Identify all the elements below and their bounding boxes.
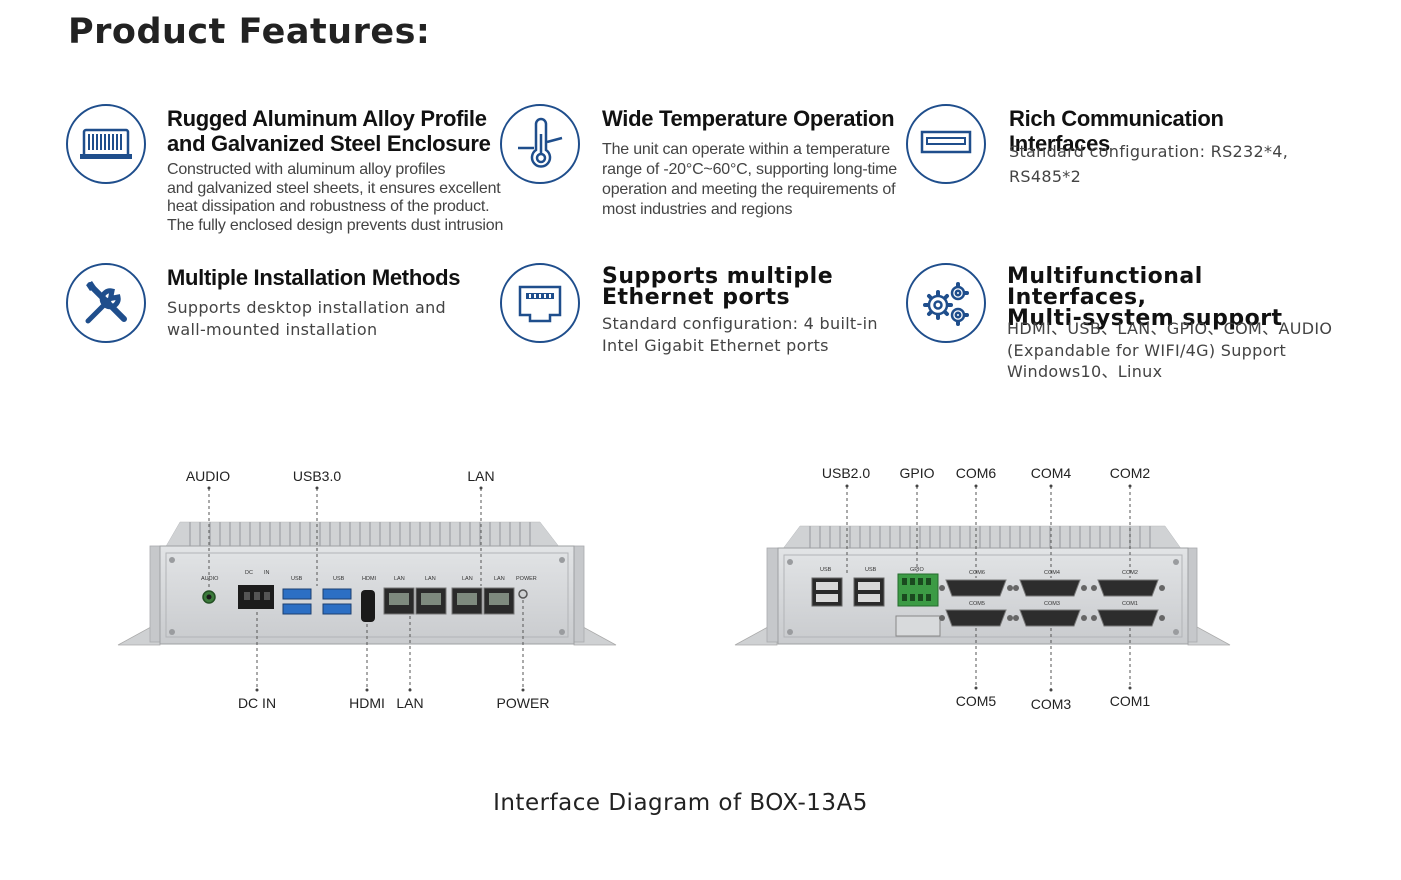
- label-com4: COM4: [1030, 465, 1072, 481]
- page-title: Product Features:: [68, 12, 431, 52]
- feature-description: Standard configuration: RS232*4, RS485*2: [1009, 142, 1289, 186]
- silk-text: COM6: [969, 570, 985, 576]
- silk-text: USB: [333, 576, 345, 582]
- label-audio: AUDIO: [185, 468, 231, 484]
- ethernet-port-icon: [500, 263, 580, 343]
- silk-text: USB: [865, 567, 877, 573]
- silk-text: COM1: [1122, 601, 1138, 607]
- rear-panel-diagram: USB2.0 GPIO COM6 COM4 COM2 COM5 COM3 COM…: [734, 465, 1231, 712]
- feature-title: Wide Temperature Operation: [602, 106, 895, 131]
- enclosure-icon: [66, 104, 146, 184]
- silk-text: IN: [264, 570, 270, 576]
- label-usb20: USB2.0: [821, 465, 871, 481]
- feature-title: Multiple Installation Methods: [167, 265, 461, 290]
- label-dc-in: DC IN: [237, 695, 277, 711]
- feature-title: Rich Communication Interfaces: [1009, 106, 1224, 156]
- feature-description: HDMI、USB、LAN、GPIO、COM、AUDIO (Expandable …: [1007, 319, 1333, 381]
- feature-description: Standard configuration: 4 built-in Intel…: [602, 314, 878, 355]
- silk-text: LAN: [425, 576, 436, 582]
- label-power: POWER: [496, 695, 550, 711]
- tools-icon: [66, 263, 146, 343]
- silk-text: HDMI: [362, 576, 377, 582]
- feature-title: Rugged Aluminum Alloy Profile and Galvan…: [167, 106, 491, 156]
- label-com3: COM3: [1030, 696, 1072, 712]
- label-usb30: USB3.0: [292, 468, 342, 484]
- silk-text: COM3: [1044, 601, 1060, 607]
- label-gpio: GPIO: [899, 465, 935, 481]
- label-com1: COM1: [1109, 693, 1151, 709]
- silk-text: USB: [291, 576, 303, 582]
- feature-title: Supports multiple Ethernet ports: [602, 264, 834, 310]
- label-hdmi: HDMI: [349, 695, 385, 711]
- silk-text: LAN: [494, 576, 505, 582]
- silk-text: USB: [820, 567, 832, 573]
- label-com6: COM6: [955, 465, 997, 481]
- feature-description: Supports desktop installation and wall-m…: [167, 298, 447, 339]
- usb-port-icon: [906, 104, 986, 184]
- silk-text: LAN: [462, 576, 473, 582]
- gears-icon: [906, 263, 986, 343]
- label-lan-top: LAN: [467, 468, 495, 484]
- silk-text: COM4: [1044, 570, 1060, 576]
- feature-description: The unit can operate within a temperatur…: [602, 141, 897, 218]
- feature-description: Constructed with aluminum alloy profiles…: [167, 161, 504, 234]
- silk-text: AUDIO: [201, 576, 219, 582]
- thermometer-icon: [500, 104, 580, 184]
- diagram-caption: Interface Diagram of BOX-13A5: [493, 790, 868, 816]
- silk-text: DC: [245, 570, 253, 576]
- front-panel-diagram: AUDIO USB3.0 LAN DC IN HDMI LAN POWER: [0, 0, 700, 760]
- silk-text: LAN: [394, 576, 405, 582]
- feature-title: Multifunctional Interfaces, Multi-system…: [1007, 264, 1283, 331]
- rear-panel-device: USB USB GPIO COM6 COM4 COM2 COM5 COM3 CO…: [734, 484, 1231, 692]
- label-com2: COM2: [1109, 465, 1151, 481]
- label-com5: COM5: [955, 693, 997, 709]
- front-panel-device: AUDIO DC IN USB USB HDMI LAN LAN LAN LAN…: [117, 486, 617, 692]
- silk-text: COM5: [969, 601, 985, 607]
- silk-text: POWER: [516, 576, 537, 582]
- label-lan-bottom: LAN: [396, 695, 424, 711]
